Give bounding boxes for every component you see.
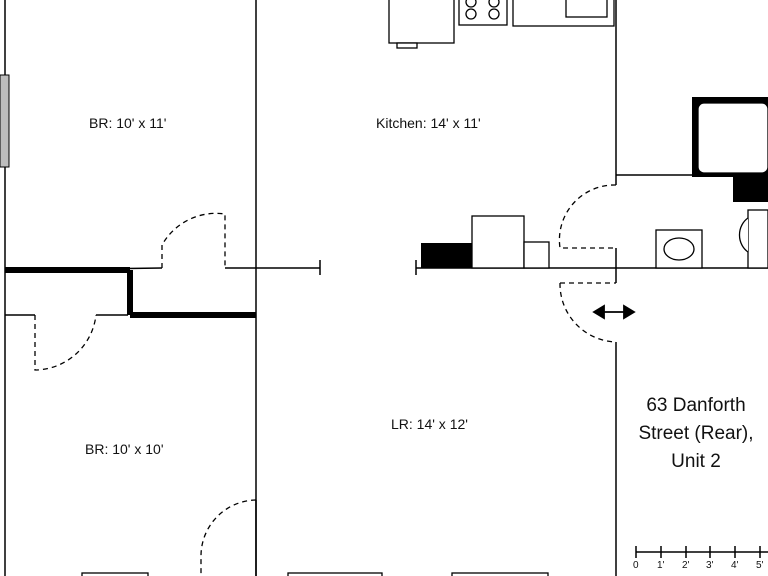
refrigerator (388, 0, 455, 44)
room-label-bedroom-top: BR: 10' x 11' (89, 115, 167, 131)
scale-label-3: 3' (706, 560, 714, 571)
door-swing-closet (34, 314, 97, 371)
room-label-living-room: LR: 14' x 12' (391, 416, 468, 432)
kitchen-sink (565, 0, 608, 18)
scale-label-0: 0 (633, 560, 639, 571)
scale-label-5: 5' (756, 560, 764, 571)
toilet (747, 209, 768, 269)
scale-label-1: 1' (657, 560, 665, 571)
scale-label-4: 4' (731, 560, 739, 571)
address-line-1: 63 Danforth (646, 395, 746, 416)
scale-label-2: 2' (682, 560, 690, 571)
lr-appliance (421, 243, 472, 268)
address-label: 63 Danforth Street (Rear), Unit 2 (624, 392, 768, 476)
double-arrow-icon (592, 304, 636, 320)
room-label-kitchen: Kitchen: 14' x 11' (376, 115, 481, 131)
room-label-bedroom-bottom: BR: 10' x 10' (85, 441, 164, 457)
address-line-2: Street (Rear), (638, 423, 754, 444)
door-swing-bath-upper (558, 184, 617, 249)
address-line-3: Unit 2 (671, 451, 721, 472)
window (0, 74, 10, 168)
lr-counter (471, 215, 525, 269)
door-swing-lr-bottom (200, 499, 257, 576)
scale-bar (635, 546, 768, 558)
door-swing-br-top (161, 212, 226, 268)
door-swing-bath-lower (559, 282, 617, 343)
